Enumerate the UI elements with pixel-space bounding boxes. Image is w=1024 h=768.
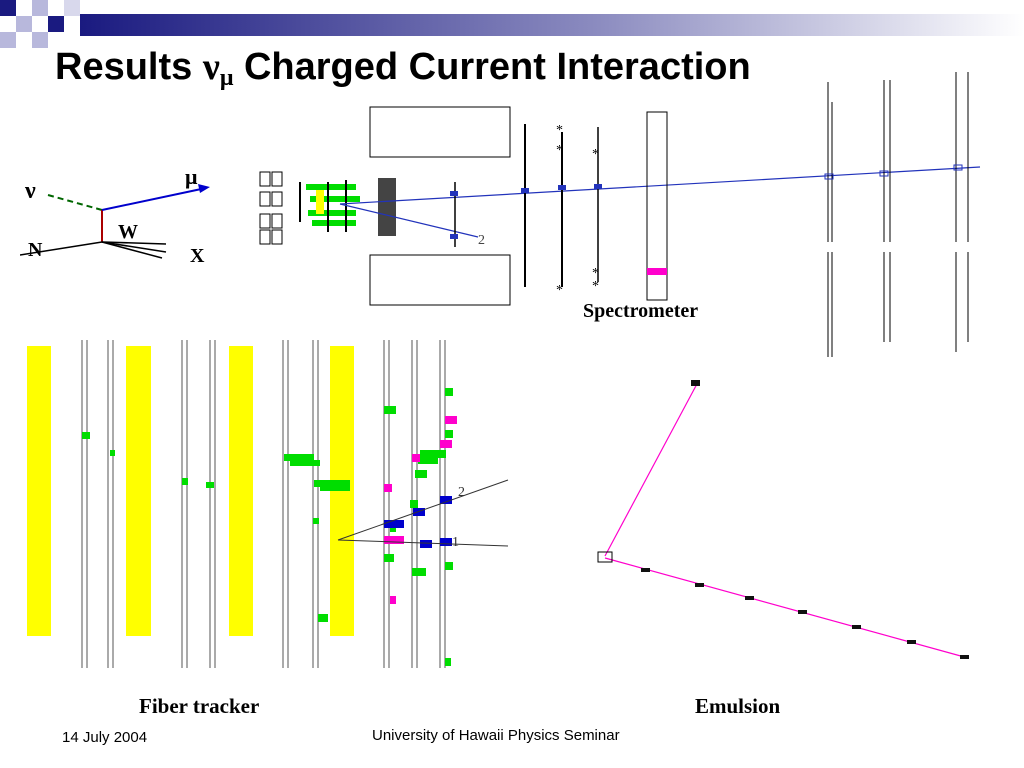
hadron-line-1: [101, 241, 167, 245]
svg-text:*: *: [556, 283, 563, 298]
emulsion-track-up: [604, 381, 699, 557]
slide-title: Results νμ Charged Current Interaction: [55, 46, 751, 90]
neutrino-line: [47, 194, 103, 211]
track-2: [339, 203, 479, 238]
emulsion-caption: Emulsion: [695, 694, 781, 718]
event-display: 2 *** ***: [259, 72, 981, 357]
feynman-diagram: ν μ W N X: [20, 164, 210, 267]
svg-text:*: *: [592, 147, 599, 162]
muon-arrowhead: [198, 184, 210, 193]
track-hits: [450, 184, 602, 239]
n-label: N: [28, 239, 43, 261]
title-mu-subscript: μ: [219, 65, 234, 91]
title-rest: Charged Current Interaction: [233, 46, 751, 88]
detector-modules: [259, 171, 283, 245]
plane-markers: *** ***: [556, 123, 599, 298]
calorimeter-hit: [647, 268, 667, 275]
fiber-tracker-display: 2 1: [27, 340, 509, 668]
fiber-tracker-caption: Fiber tracker: [139, 694, 260, 718]
target-hits: [306, 178, 396, 236]
title-text: Results: [55, 46, 203, 88]
emulsion-vertex-box: [597, 551, 613, 563]
fiber-track-2-label: 2: [458, 485, 465, 500]
tracker-magenta-hits: [384, 416, 457, 604]
hadron-line-2: [101, 241, 167, 253]
tracker-green-hits: [82, 388, 453, 666]
fiber-track-1: [337, 539, 509, 547]
tracker-yellow-planes: [27, 346, 354, 636]
emulsion-segments: [641, 380, 969, 659]
x-label: X: [190, 245, 205, 267]
fiber-track-2: [337, 479, 509, 541]
nucleon-line: [20, 241, 103, 256]
footer-venue: University of Hawaii Physics Seminar: [372, 727, 620, 744]
event-track-2-label: 2: [478, 233, 485, 248]
footer-date: 14 July 2004: [62, 729, 148, 746]
muon-line: [101, 187, 207, 211]
svg-text:*: *: [592, 266, 599, 281]
hadron-line-3: [101, 241, 163, 259]
spectrometer-label: Spectrometer: [583, 300, 699, 322]
nu-label: ν: [24, 178, 36, 204]
header-bar: [0, 0, 1024, 48]
mu-label: μ: [185, 164, 198, 189]
fiber-track-1-label: 1: [452, 535, 459, 550]
svg-text:*: *: [556, 143, 563, 158]
magnet-upper: [369, 106, 511, 158]
svg-text:*: *: [592, 279, 599, 294]
magnet-lower: [369, 254, 511, 306]
emulsion-display: [597, 380, 969, 659]
tracker-blue-hits: [384, 496, 452, 548]
muon-chambers: [827, 72, 969, 357]
muon-track: [339, 166, 981, 205]
svg-text:*: *: [556, 123, 563, 138]
w-label: W: [118, 221, 138, 243]
title-nu-symbol: ν: [202, 46, 220, 88]
calorimeter: [646, 111, 668, 301]
